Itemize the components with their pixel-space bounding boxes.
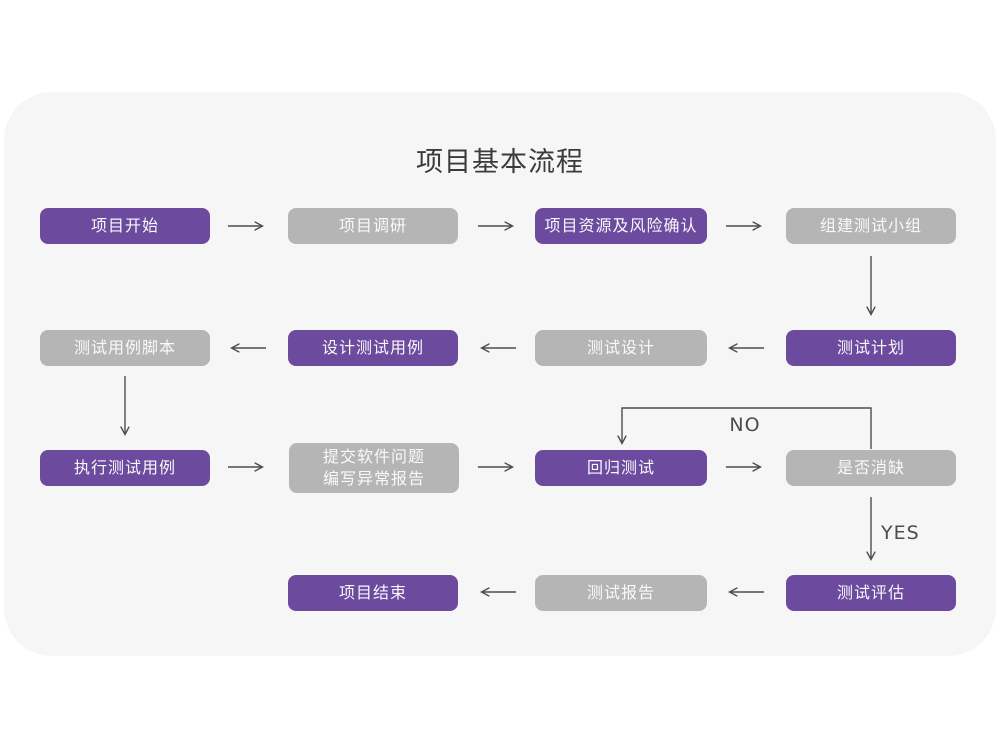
node-project-end: 项目结束 (288, 575, 458, 611)
node-regression-test: 回归测试 (535, 450, 707, 486)
node-test-report: 测试报告 (535, 575, 707, 611)
node-resource-risk: 项目资源及风险确认 (535, 208, 707, 244)
node-test-plan: 测试计划 (786, 330, 956, 366)
node-project-start: 项目开始 (40, 208, 210, 244)
node-case-script: 测试用例脚本 (40, 330, 210, 366)
page-title: 项目基本流程 (416, 147, 584, 178)
node-design-cases: 设计测试用例 (288, 330, 458, 366)
edge-label-no: NO (729, 414, 761, 436)
node-build-team: 组建测试小组 (786, 208, 956, 244)
node-project-research: 项目调研 (288, 208, 458, 244)
node-execute-cases: 执行测试用例 (40, 450, 210, 486)
node-test-design: 测试设计 (535, 330, 707, 366)
edge-label-yes: YES (881, 522, 920, 544)
node-submit-report: 提交软件问题 编写异常报告 (289, 443, 459, 493)
flowchart-card (4, 92, 996, 656)
node-defect-cleared: 是否消缺 (786, 450, 956, 486)
node-test-evaluation: 测试评估 (786, 575, 956, 611)
